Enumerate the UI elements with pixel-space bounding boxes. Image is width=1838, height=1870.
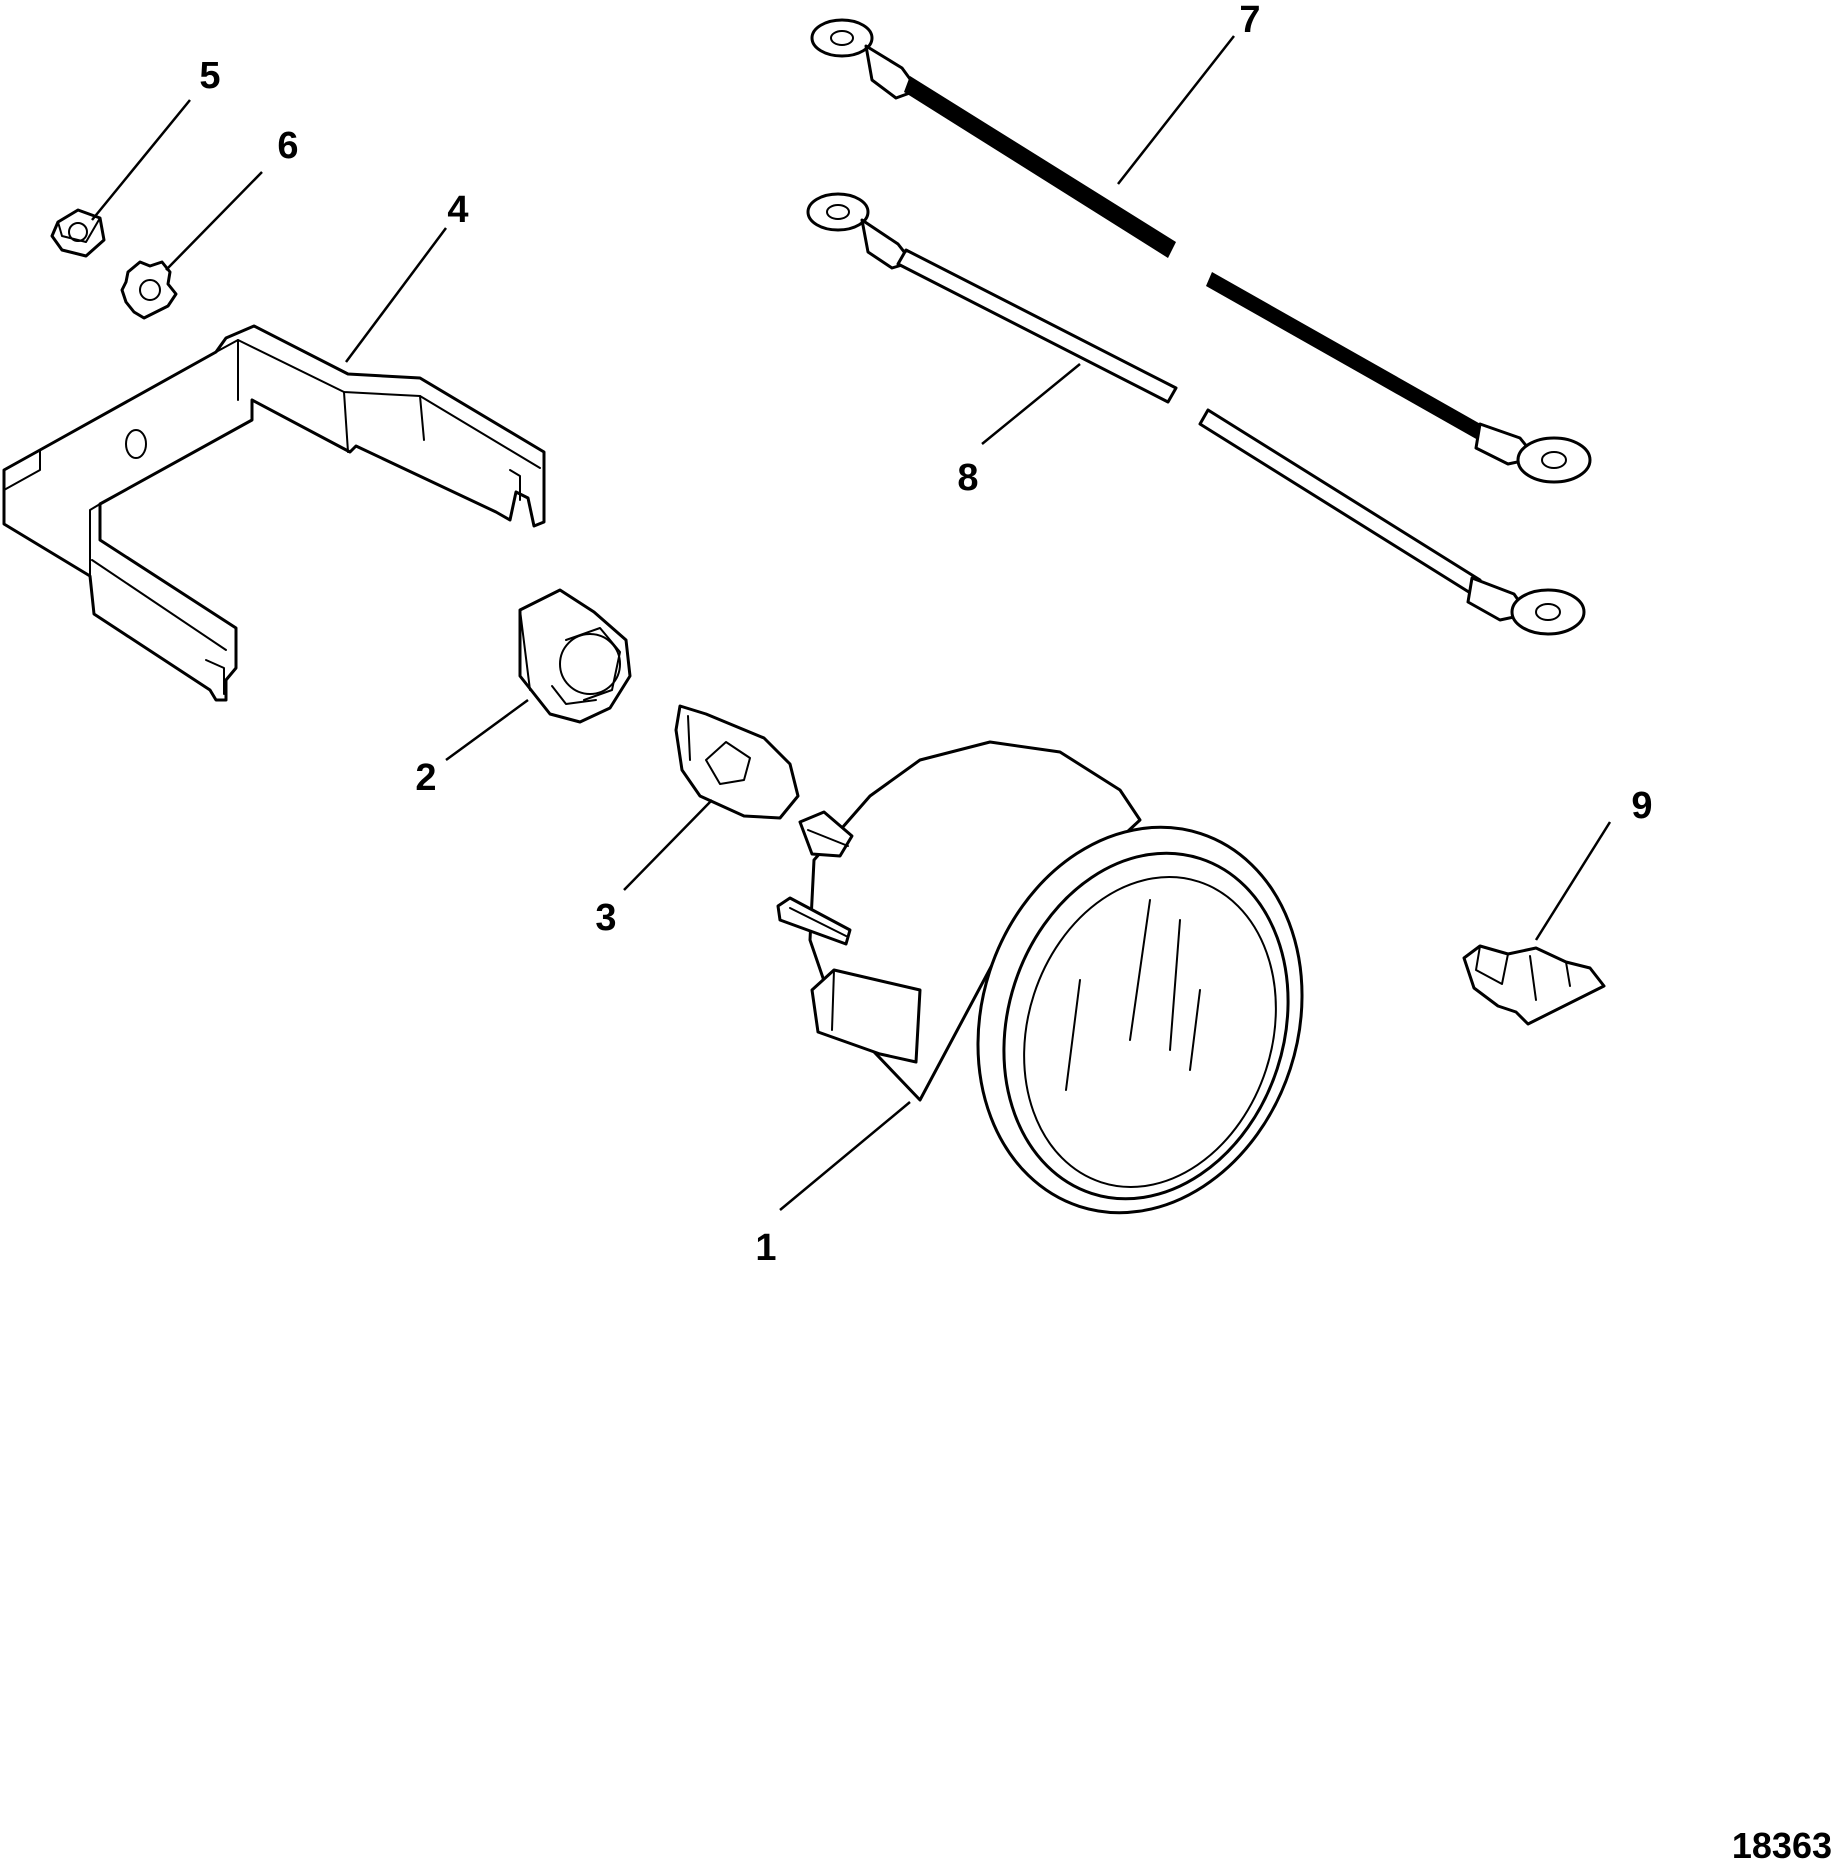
star-washer-part <box>120 260 178 320</box>
leader-line-1 <box>779 1101 911 1211</box>
callout-label-8: 8 <box>957 457 978 499</box>
wire-8-part <box>806 192 1586 636</box>
leader-line-7 <box>1117 35 1235 185</box>
callout-label-7: 7 <box>1239 0 1260 41</box>
bracket-part <box>2 324 546 702</box>
callout-label-5: 5 <box>199 55 220 97</box>
callout-label-2: 2 <box>415 757 436 799</box>
leader-lines <box>91 35 1612 1211</box>
gauge-housing-part <box>776 740 1304 1215</box>
bulb-part <box>674 704 800 820</box>
figure-number: 18363 <box>1732 1825 1832 1866</box>
callout-label-6: 6 <box>277 125 298 167</box>
callout-label-9: 9 <box>1631 785 1652 827</box>
bulb-socket-part <box>518 588 632 724</box>
hex-nut-part <box>50 208 106 258</box>
leader-line-6 <box>165 171 263 271</box>
splice-connector-part <box>1462 944 1606 1026</box>
leader-line-9 <box>1534 821 1612 941</box>
leader-line-8 <box>981 363 1081 445</box>
callout-label-4: 4 <box>447 189 468 231</box>
callout-label-3: 3 <box>595 897 616 939</box>
leader-line-4 <box>344 227 448 363</box>
leader-line-2 <box>445 698 529 762</box>
ground-strap-7-part <box>810 18 1592 484</box>
leader-line-5 <box>91 99 191 221</box>
leader-line-3 <box>623 799 713 891</box>
callout-label-1: 1 <box>755 1227 776 1269</box>
